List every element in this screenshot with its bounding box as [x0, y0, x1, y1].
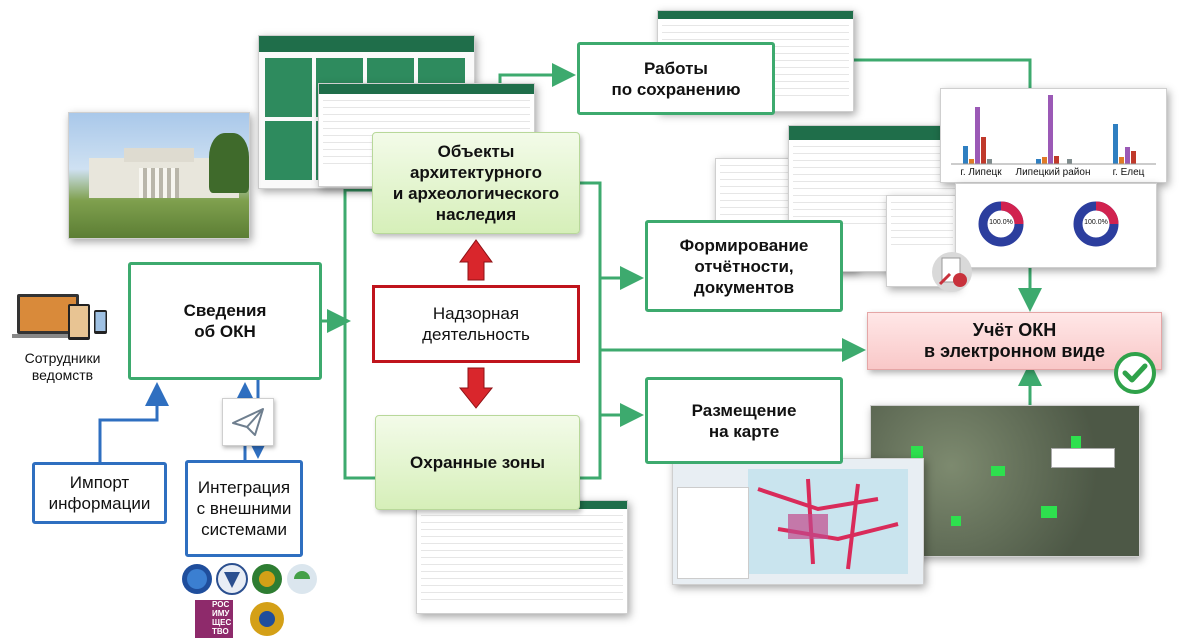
objects-box: Объекты архитектурного и археологическог…	[372, 132, 580, 234]
certificate-seal-icon	[932, 252, 972, 292]
electronic-box: Учёт ОКН в электронном виде	[867, 312, 1162, 370]
paper-plane-icon	[232, 408, 264, 436]
donut-charts	[978, 201, 1119, 247]
map-screenshot-streets	[672, 458, 924, 585]
group-yelets	[1113, 124, 1136, 164]
palace-photo	[68, 112, 250, 239]
red-arrow-up	[459, 239, 493, 281]
devices-icon	[12, 294, 107, 340]
rosimushchestvo-logo	[195, 600, 233, 638]
supervision-box: Надзорная деятельность	[372, 285, 580, 363]
right-bracket	[580, 181, 602, 480]
rosimushchestvo-text: РОС ИМУ ЩЕС ТВО	[212, 600, 232, 636]
left-bracket	[343, 188, 375, 480]
paper-plane-badge	[222, 398, 274, 446]
integration-box: Интеграция с внешними системами	[185, 460, 303, 557]
staff-label: Сотрудники ведомств	[24, 350, 101, 383]
donut-panel: 100.0% 100.0%	[955, 183, 1157, 268]
import-box: Импорт информации	[32, 462, 167, 524]
chart-panel: г. Липецк Липецкий район г. Елец	[940, 88, 1167, 183]
bar-chart	[951, 95, 1156, 165]
red-arrow-down	[458, 367, 494, 409]
chart-label-1: г. Липецк	[960, 167, 1002, 178]
chart-label-3: г. Елец	[1112, 167, 1145, 178]
info-box: Сведения об ОКН	[128, 262, 322, 380]
chart-label-2: Липецкий район	[1015, 167, 1091, 178]
reports-box: Формирование отчётности, документов	[645, 220, 843, 312]
map-box: Размещение на карте	[645, 377, 843, 464]
donut-value-1: 100.0%	[989, 219, 1013, 226]
arrow-import-to-info	[98, 382, 169, 462]
group-lipetsk	[963, 107, 992, 164]
donut-value-2: 100.0%	[1084, 219, 1108, 226]
zones-box: Охранные зоны	[375, 415, 580, 510]
screenshot-zones-table	[416, 500, 628, 614]
works-box: Работы по сохранению	[577, 42, 775, 115]
checkmark-icon	[1114, 352, 1156, 394]
agency-logos	[182, 563, 317, 638]
group-lipetsk-district	[1036, 95, 1072, 164]
